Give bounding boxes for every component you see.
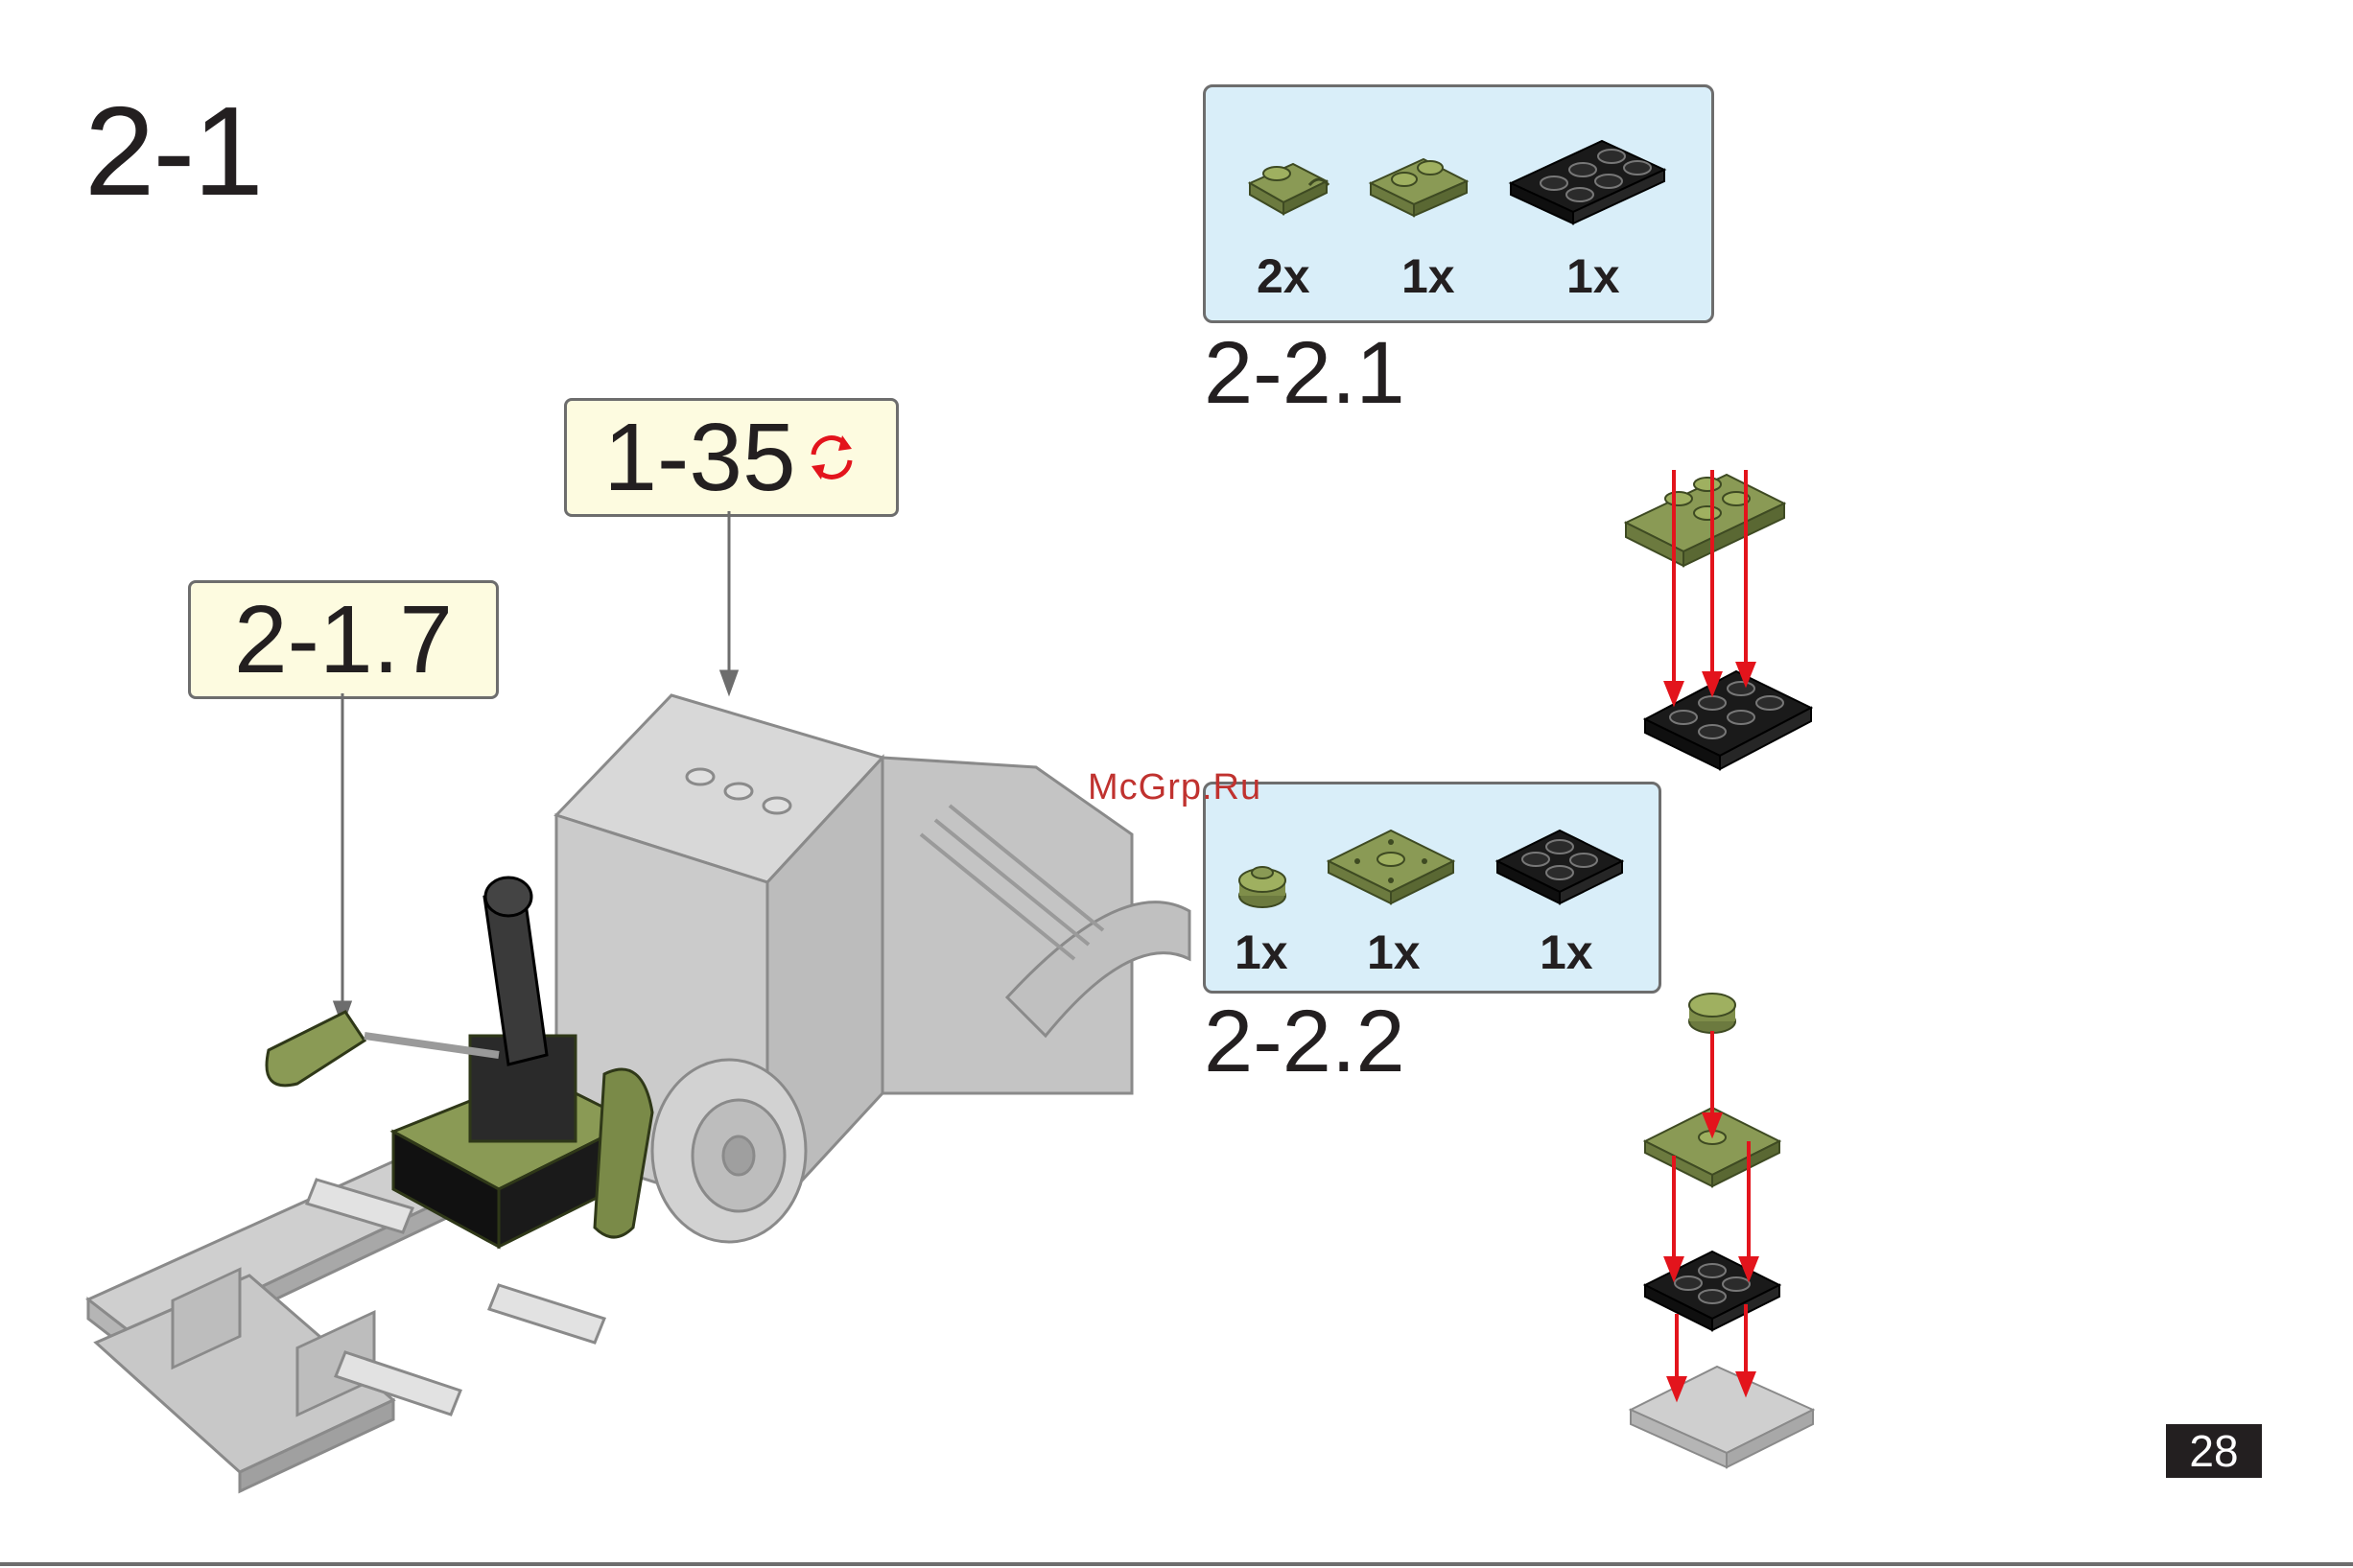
gray-base-plate [1631,1367,1813,1467]
bottom-rule [0,1562,2353,1566]
watermark: McGrp.Ru [1088,767,1261,808]
red-arrows [1666,1031,1756,1397]
olive-round-stud [1689,994,1735,1033]
black-plate-2x2 [1645,1252,1779,1330]
olive-clip-plates [1626,475,1784,566]
exploded-view-2-2-1 [1626,470,1811,769]
exploded-view-2-2-2 [1631,994,1813,1467]
gear-wheel [652,1060,806,1242]
page-number: 28 [2166,1424,2262,1478]
